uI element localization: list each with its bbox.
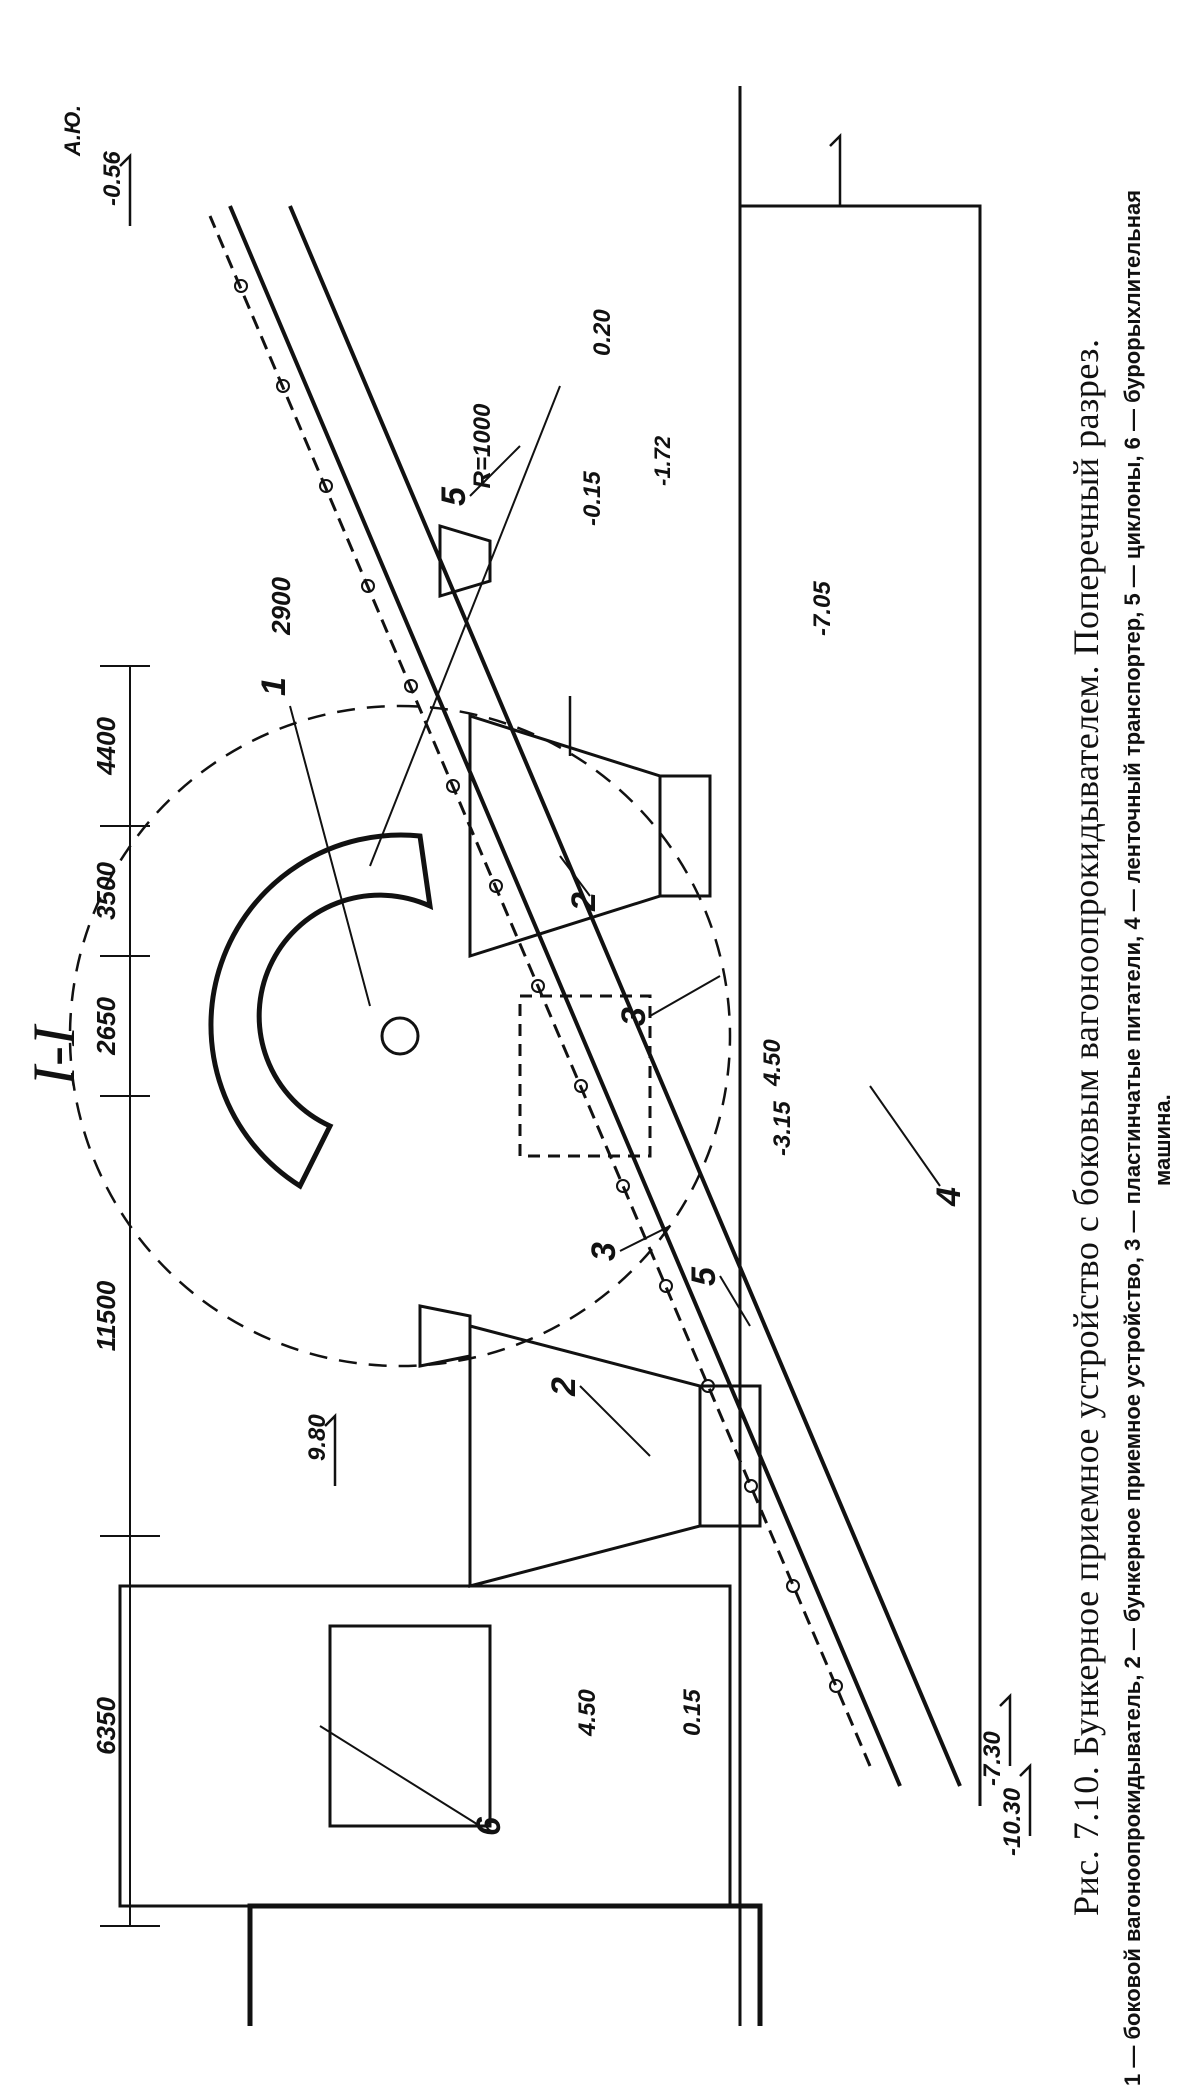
dim-radius: R=1000 bbox=[469, 403, 496, 488]
elev-4-50-dumper: 4.50 bbox=[759, 1039, 786, 1087]
left-annex bbox=[247, 1903, 763, 2026]
callout-6: 6 bbox=[470, 1816, 508, 1836]
dim-4400: 4400 bbox=[91, 717, 121, 776]
dumper-rotor-outline bbox=[68, 704, 732, 1368]
drill-machine bbox=[328, 1624, 492, 1828]
dim-2900: 2900 bbox=[266, 577, 296, 636]
callout-4: 4 bbox=[930, 1187, 968, 1207]
radius-line bbox=[369, 385, 561, 867]
callout-leaders bbox=[289, 445, 941, 1827]
dumper-hub bbox=[380, 1016, 420, 1056]
elev-minus-7-05: -7.05 bbox=[809, 581, 836, 636]
elev-minus-1-72: -1.72 bbox=[650, 435, 675, 486]
callout-3-right: 3 bbox=[615, 1007, 653, 1026]
inclined-gallery bbox=[228, 205, 962, 1787]
elevation-marks bbox=[119, 132, 1032, 1836]
stamp-mark: А.Ю. bbox=[60, 105, 85, 157]
dimension-axes bbox=[100, 665, 160, 1927]
figure-caption-legend: 1 — боковой вагоноопрокидыватель, 2 — бу… bbox=[1120, 189, 1145, 2086]
dim-11500: 11500 bbox=[91, 1280, 121, 1351]
cyclone-left bbox=[418, 1304, 472, 1368]
elev-0-15-left: 0.15 bbox=[679, 1689, 706, 1736]
elev-minus-3-15: -3.15 bbox=[769, 1101, 796, 1156]
callout-2-left: 2 bbox=[545, 1377, 583, 1397]
dim-2650: 2650 bbox=[91, 997, 121, 1056]
figure-caption-title: Рис. 7.10. Бункерное приемное устройство… bbox=[1066, 338, 1106, 1917]
elev-4-50-left: 4.50 bbox=[574, 1689, 601, 1737]
elev-minus-10-30: -10.30 bbox=[999, 1787, 1026, 1856]
figure-caption-legend-cont: машина. bbox=[1150, 1094, 1175, 1186]
callout-5-left: 5 bbox=[685, 1266, 723, 1286]
elev-0-20: 0.20 bbox=[589, 309, 616, 356]
cyclone-right bbox=[438, 523, 492, 599]
elev-minus-0-56: -0.56 bbox=[99, 151, 126, 206]
bunker-left bbox=[468, 1324, 702, 1588]
dumper-rotor bbox=[208, 832, 434, 1190]
callout-3-left: 3 bbox=[585, 1242, 623, 1261]
callout-2-right: 2 bbox=[565, 892, 603, 912]
foundation-outline bbox=[740, 204, 982, 1806]
dim-3500: 3500 bbox=[91, 862, 121, 920]
conveyor-rollers bbox=[234, 279, 843, 1693]
elev-minus-7-30: -7.30 bbox=[979, 1731, 1006, 1786]
callout-5-right: 5 bbox=[435, 486, 473, 506]
callout-1: 1 bbox=[255, 677, 293, 696]
cross-section-drawing: 6350 11500 2650 3500 4400 2900 R=1000 9.… bbox=[60, 86, 1032, 2026]
wagon bbox=[518, 994, 652, 1158]
dim-6350: 6350 bbox=[91, 1697, 121, 1755]
left-building bbox=[118, 1584, 732, 1908]
feeder-right bbox=[658, 774, 712, 898]
elev-minus-0-15: -0.15 bbox=[579, 471, 606, 526]
feeder-left bbox=[698, 1384, 762, 1528]
elev-9-80: 9.80 bbox=[304, 1414, 331, 1461]
